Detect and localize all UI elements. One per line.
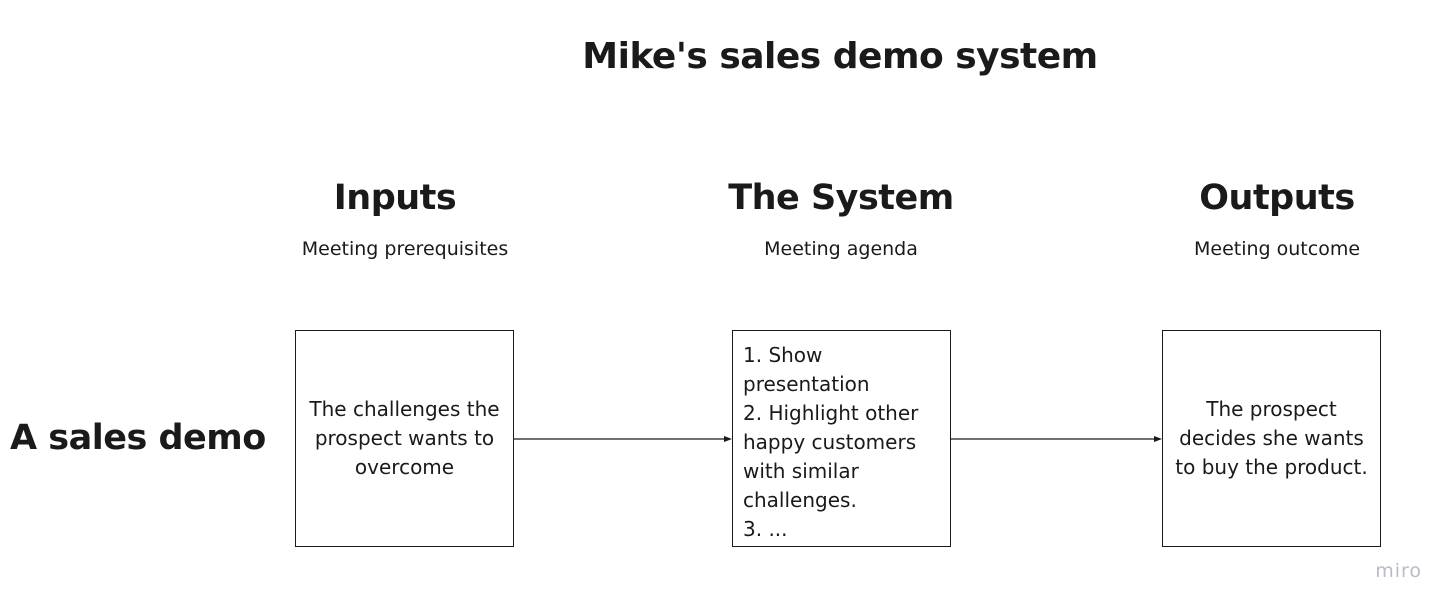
outputs-heading: Outputs — [1199, 178, 1355, 218]
diagram-title: Mike's sales demo system — [582, 36, 1098, 77]
outputs-subheading: Meeting outcome — [1193, 238, 1361, 260]
inputs-subheading: Meeting prerequisites — [301, 238, 509, 260]
system-box-item-2: 2. Highlight other happy customers with … — [743, 401, 919, 512]
arrow-inputs-to-system — [514, 436, 732, 442]
system-box: 1. Show presentation 2. Highlight other … — [732, 330, 951, 547]
arrow-system-to-outputs — [951, 436, 1162, 442]
row-label: A sales demo — [10, 418, 266, 458]
inputs-heading: Inputs — [333, 178, 457, 218]
miro-watermark: miro — [1375, 560, 1422, 582]
system-box-item-1: 1. Show presentation — [743, 343, 870, 396]
inputs-box-text: The challenges the prospect wants to ove… — [309, 397, 500, 479]
outputs-box-text: The prospect decides she wants to buy th… — [1175, 397, 1368, 479]
system-box-item-3: 3. ... — [743, 517, 788, 541]
outputs-box: The prospect decides she wants to buy th… — [1162, 330, 1381, 547]
system-heading: The System — [728, 178, 954, 218]
system-subheading: Meeting agenda — [764, 238, 918, 260]
inputs-box: The challenges the prospect wants to ove… — [295, 330, 514, 547]
